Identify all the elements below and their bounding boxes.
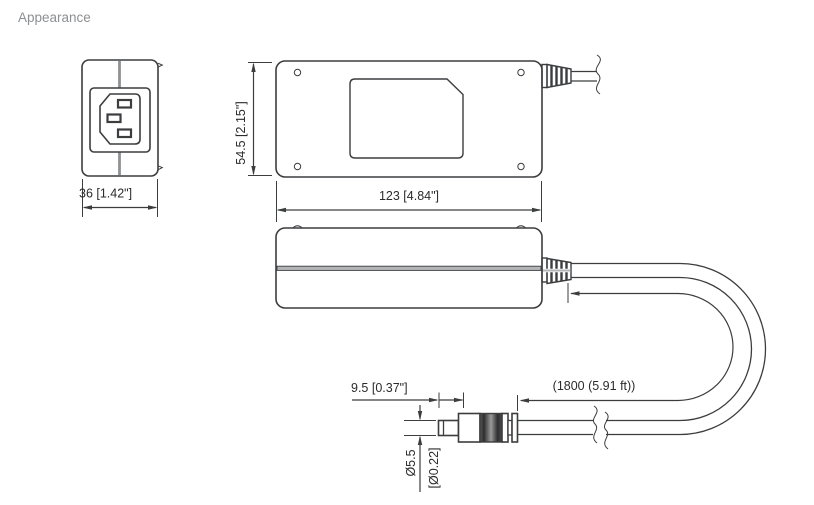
strain-relief-top (541, 63, 572, 89)
arrow-left-top (570, 291, 580, 296)
cable-outer-edge (571, 262, 767, 436)
inlet-pin-top (116, 98, 133, 109)
strain-relief-side (541, 257, 572, 285)
top-view (275, 54, 601, 178)
dim-front-width: 36 [1.42"] (79, 179, 158, 217)
arrow-left (276, 207, 286, 213)
cable-break-left (593, 405, 598, 444)
arrow-right-inner (454, 397, 464, 403)
dim-plug-diameter: Ø5.5 [Ø0.22] (404, 405, 441, 492)
dim-top-width-label: 123 [4.84"] (379, 189, 439, 203)
dim-plug-length: 9.5 [0.37"] (351, 381, 464, 408)
cable-inner-edge (571, 276, 753, 422)
arrow-left-bottom (519, 398, 529, 403)
dim-top-width: 123 [4.84"] (276, 181, 542, 222)
dim-front-width-label: 36 [1.42"] (79, 187, 132, 201)
arrow-right-outer (429, 397, 439, 403)
dim-top-height-label: 54.5 [2.15"] (234, 101, 248, 165)
arrow-down (251, 166, 256, 176)
plug-tip (437, 419, 460, 437)
arrow-right (148, 205, 158, 210)
screw-bottom-left (293, 162, 302, 171)
inlet-pin-bottom (116, 128, 133, 139)
dim-plug-diameter-label: Ø5.5 (404, 449, 418, 476)
plug-ring-2 (511, 412, 519, 443)
arrow-left (82, 205, 92, 210)
screw-bottom-right (517, 162, 525, 171)
side-bump-left (292, 225, 303, 229)
side-seam (276, 265, 542, 271)
cable-break-top-view (595, 54, 601, 95)
dim-plug-length-label: 9.5 [0.37"] (351, 381, 408, 395)
dim-cable-length-label: (1800 (5.91 ft)) (553, 379, 636, 393)
side-bump-right (515, 225, 527, 229)
screw-top-right (517, 68, 525, 77)
dim-plug-diameter-inch-label: [Ø0.22] (427, 448, 441, 489)
plug-cylinder (457, 412, 481, 443)
arrow-up (251, 62, 256, 72)
dim-top-height: 54.5 [2.15"] (234, 62, 272, 176)
label-area (349, 78, 464, 159)
dim-cable-length: (1800 (5.91 ft)) (517, 283, 734, 411)
dc-plug-detail (437, 412, 519, 443)
inlet-pin-middle (106, 113, 122, 124)
plug-dark-section (479, 412, 503, 443)
cable-break-right (604, 411, 609, 450)
arrow-up (417, 435, 423, 445)
cable-loop (517, 262, 767, 450)
plug-ring-1 (501, 412, 509, 443)
front-tab-bottom (157, 165, 164, 171)
front-view (81, 59, 164, 177)
arrow-right (532, 207, 542, 213)
page-title: Appearance (18, 10, 91, 25)
side-view (275, 225, 572, 309)
arrow-down (417, 411, 423, 421)
front-tab-top (157, 62, 164, 68)
screw-top-left (293, 68, 302, 77)
